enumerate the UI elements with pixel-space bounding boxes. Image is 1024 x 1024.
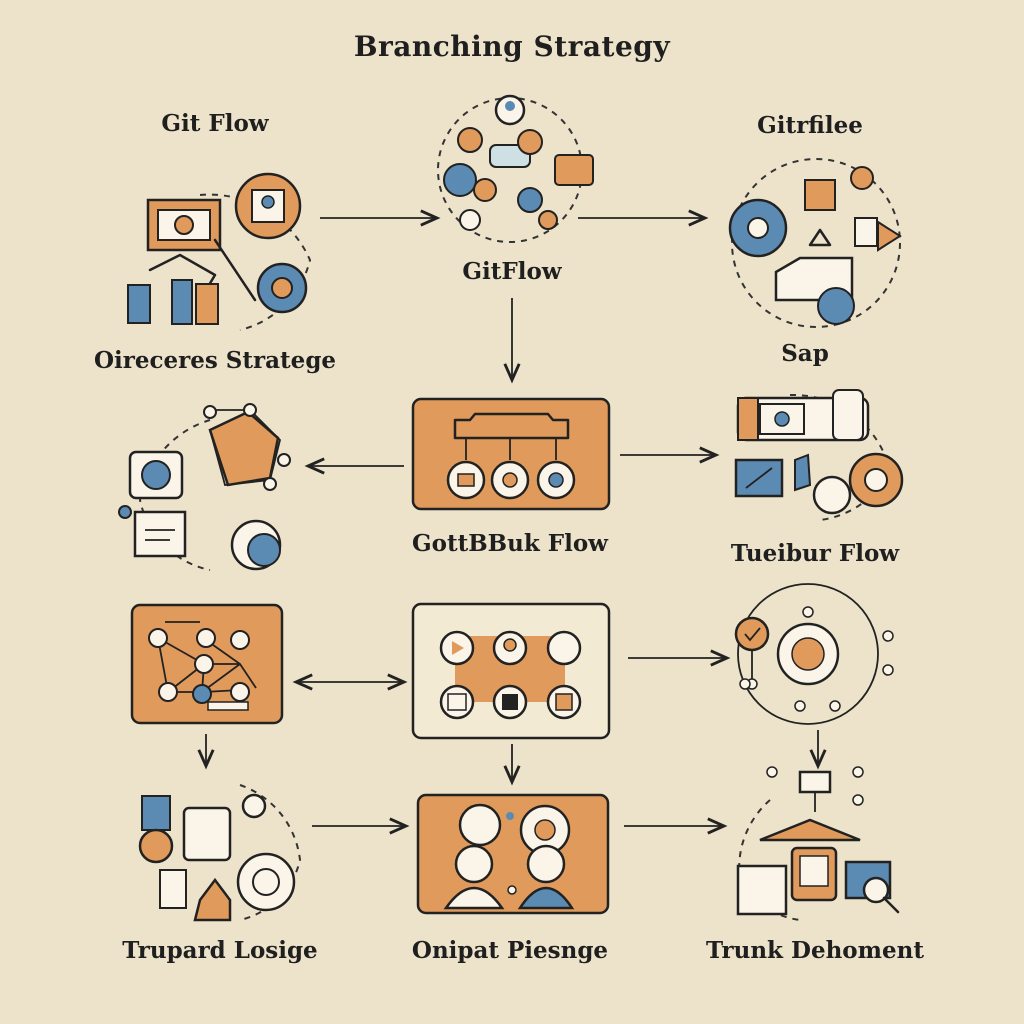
label-trupard: Trupard Losige <box>122 937 318 964</box>
label-git-flow: Git Flow <box>161 110 269 137</box>
label-oireceres: Oireceres Stratege <box>93 347 337 374</box>
connectors <box>197 209 827 835</box>
label-gitflow-center: GitFlow <box>462 258 562 285</box>
trupard-illustration <box>138 784 302 922</box>
hub-illustration <box>734 583 894 725</box>
network-illustration <box>118 403 291 571</box>
label-sap: Sap <box>781 340 829 367</box>
onipat-card <box>416 793 610 915</box>
label-gitrfilee: Gitrfilee <box>757 112 863 139</box>
label-gottbbuk: GottBBuk Flow <box>412 530 608 557</box>
label-tueibur: Tueibur Flow <box>730 540 900 567</box>
network-card <box>130 603 284 725</box>
gitrfilee-illustration <box>728 158 902 328</box>
label-trunk: Trunk Dehoment <box>706 937 924 964</box>
gitflow-center-illustration <box>437 94 594 243</box>
label-onipat: Onipat Piesnge <box>411 937 609 964</box>
gottbbuk-card <box>411 397 611 511</box>
tueibur-illustration <box>734 389 904 521</box>
grid-card <box>411 602 611 740</box>
diagram-title: Branching Strategy <box>353 30 671 63</box>
git-flow-illustration <box>127 172 312 331</box>
trunk-illustration <box>736 766 900 921</box>
